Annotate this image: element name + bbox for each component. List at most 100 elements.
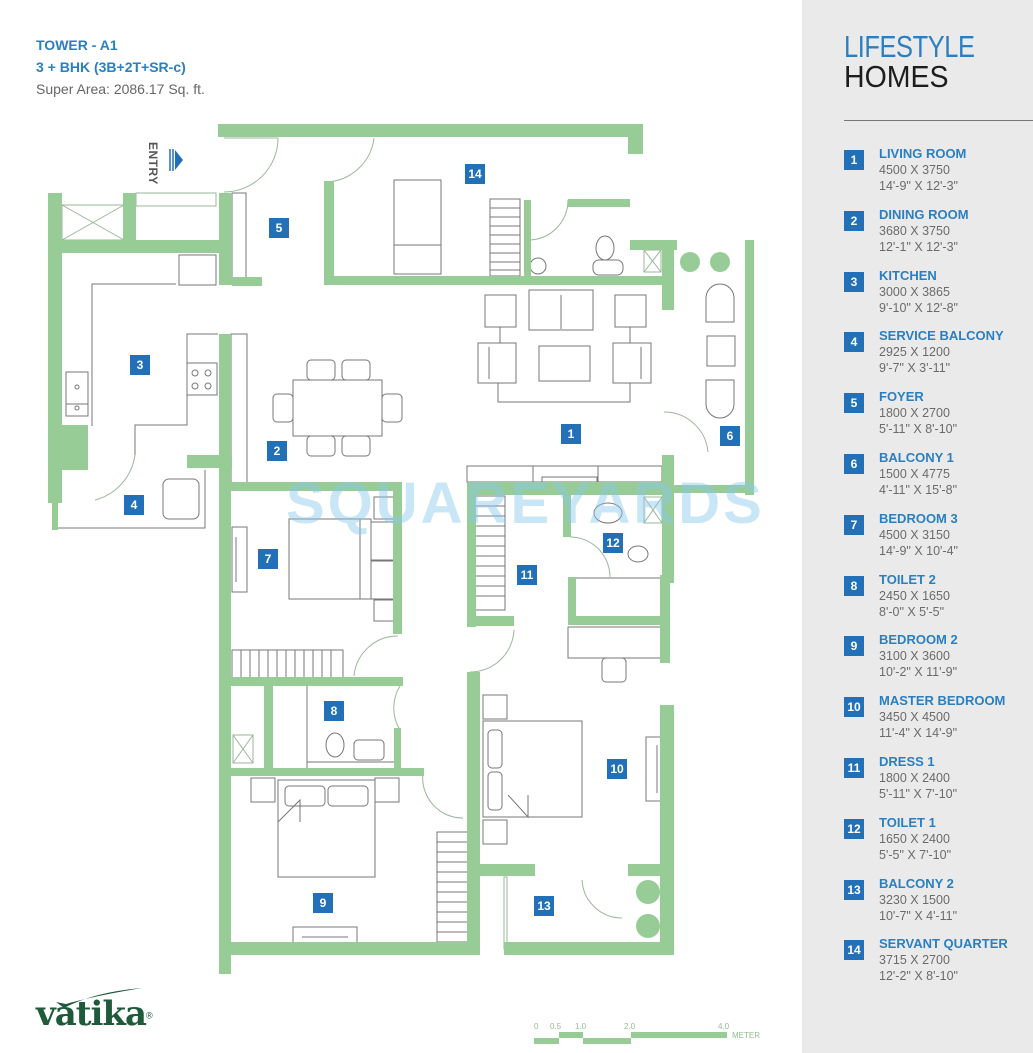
configuration-title: 3 + BHK (3B+2T+SR-c): [36, 59, 186, 75]
room-tag-8[interactable]: 8: [324, 701, 344, 721]
room-tag-3[interactable]: 3: [130, 355, 150, 375]
lifestyle-homes-logo: LIFESTYLE HOMES: [844, 31, 1003, 94]
legend-number: 11: [844, 757, 864, 778]
legend-number: 12: [844, 818, 864, 839]
legend-dim-mm: 3715 X 2700: [879, 953, 950, 968]
legend-dim-ft: 9'-7" X 3'-11": [879, 361, 951, 376]
wall: [394, 728, 401, 768]
legend-room-name: SERVANT QUARTER: [879, 936, 1008, 952]
legend-room-name: BALCONY 2: [879, 875, 954, 891]
scale-segment: [583, 1038, 631, 1044]
legend-dim-ft: 12'-2" X 8'-10": [879, 969, 958, 984]
legend-dim-mm: 2450 X 1650: [879, 588, 950, 603]
wall: [568, 577, 576, 625]
wall: [476, 616, 514, 626]
legend-dim-mm: 3450 X 4500: [879, 710, 950, 725]
floor-plan: 1 2 3 4 5 6 7 8 9 10 11 12 13 14 ENTRY S…: [36, 124, 792, 1050]
room-tag-13[interactable]: 13: [534, 896, 554, 916]
room-tag-14[interactable]: 14: [465, 164, 485, 184]
legend-room-name: DRESS 1: [879, 753, 935, 769]
wall: [218, 124, 643, 137]
scale-segment: [631, 1032, 727, 1038]
legend-number: 8: [844, 575, 864, 596]
wall: [62, 240, 222, 253]
scale-tick: 2.0: [624, 1022, 636, 1031]
legend-room-name: BEDROOM 3: [879, 510, 958, 526]
legend-room-name: DINING ROOM: [879, 206, 969, 222]
legend-number: 5: [844, 393, 864, 414]
room-tag-12[interactable]: 12: [603, 533, 623, 553]
legend-room-name: SERVICE BALCONY: [879, 328, 1004, 344]
scale-bar: 0 0.5 1.0 2.0 4.0 METER: [532, 1022, 792, 1050]
wall: [660, 705, 674, 955]
entry-label: ENTRY: [146, 142, 160, 185]
room-tag-4[interactable]: 4: [124, 495, 144, 515]
legend-number: 1: [844, 150, 864, 170]
legend-room-name: BALCONY 1: [879, 449, 954, 465]
legend-dim-mm: 4500 X 3150: [879, 527, 950, 542]
tower-title: TOWER - A1: [36, 37, 118, 53]
wall: [393, 482, 402, 634]
legend-dim-mm: 1500 X 4775: [879, 466, 950, 481]
legend-number: 4: [844, 332, 864, 353]
scale-tick: 4.0: [718, 1022, 730, 1031]
wall: [662, 240, 674, 310]
legend-dim-ft: 12'-1" X 12'-3": [879, 239, 958, 254]
legend-number: 14: [844, 940, 864, 961]
room-tag-11[interactable]: 11: [517, 565, 537, 585]
legend-dim-ft: 10'-2" X 11'-9": [879, 665, 958, 680]
divider: [844, 120, 1033, 121]
wall: [628, 124, 643, 154]
room-tag-1[interactable]: 1: [561, 424, 581, 444]
wall: [745, 240, 754, 495]
room-tag-9[interactable]: 9: [313, 893, 333, 913]
wall: [480, 864, 535, 876]
legend-dim-ft: 14'-9" X 10'-4": [879, 543, 958, 558]
wall: [123, 193, 136, 240]
wall: [467, 672, 480, 955]
legend-dim-mm: 3680 X 3750: [879, 223, 950, 238]
legend-room-name: TOILET 1: [879, 814, 936, 830]
legend-dim-ft: 4'-11" X 15'-8": [879, 482, 958, 497]
room-tag-6[interactable]: 6: [720, 426, 740, 446]
wall: [467, 482, 667, 495]
legend-room-name: BEDROOM 2: [879, 632, 958, 648]
legend-number: 3: [844, 271, 864, 292]
room-tag-2[interactable]: 2: [267, 441, 287, 461]
brand-line-2: HOMES: [844, 59, 949, 94]
scale-tick: 0.5: [550, 1022, 562, 1031]
wall: [324, 181, 334, 285]
legend-number: 10: [844, 697, 864, 718]
wall: [662, 493, 674, 583]
wall: [219, 768, 424, 776]
plan-header: TOWER - A1 3 + BHK (3B+2T+SR-c) Super Ar…: [36, 34, 205, 100]
scale-segment: [559, 1032, 583, 1038]
legend-room-name: KITCHEN: [879, 267, 937, 283]
legend-dim-mm: 4500 X 3750: [879, 163, 950, 177]
room-tag-5[interactable]: 5: [269, 218, 289, 238]
wall: [628, 864, 674, 876]
room-tag-7[interactable]: 7: [258, 549, 278, 569]
wall: [48, 425, 88, 470]
scale-tick: 1.0: [575, 1022, 587, 1031]
room-tag-10[interactable]: 10: [607, 759, 627, 779]
legend-dim-mm: 1800 X 2400: [879, 770, 950, 785]
wall: [504, 942, 674, 955]
legend-dim-mm: 3100 X 3600: [879, 649, 950, 664]
legend-number: 6: [844, 453, 864, 474]
